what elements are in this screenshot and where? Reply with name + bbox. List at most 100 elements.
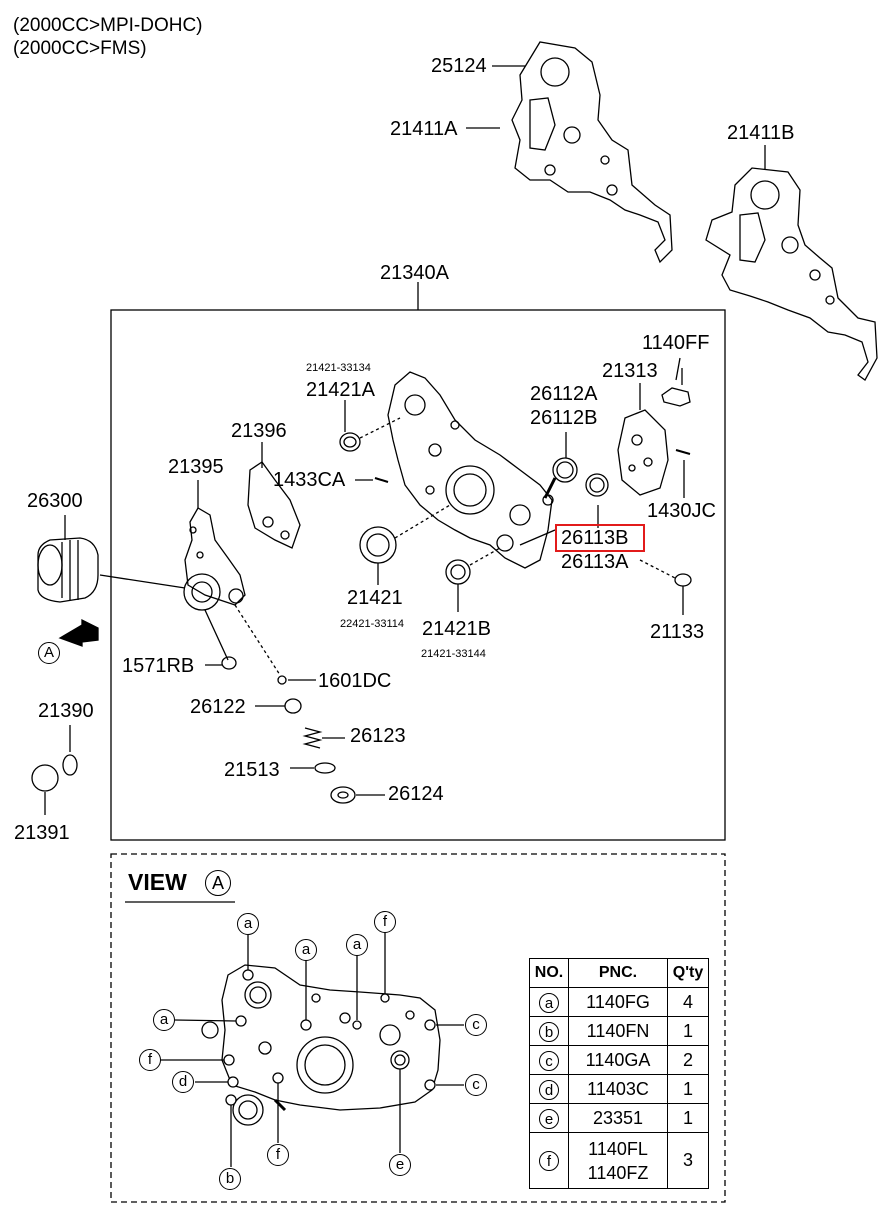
row-marker: b xyxy=(539,1021,559,1042)
bolt-table-header: NO. PNC. Q'ty xyxy=(529,958,709,988)
row-pnc-alt[interactable]: 1140FZ xyxy=(587,1162,649,1183)
spring-26123-drawing xyxy=(302,727,323,749)
header-engine-line2: (2000CC>FMS) xyxy=(13,38,147,59)
table-row: c 1140GA 2 xyxy=(529,1045,709,1075)
part-label-21340a[interactable]: 21340A xyxy=(380,262,449,284)
seal-21421b-drawing xyxy=(445,559,471,585)
part-label-1140ff[interactable]: 1140FF xyxy=(642,332,710,354)
row-pnc[interactable]: 11403C xyxy=(568,1074,668,1104)
row-pnc[interactable]: 1140GA xyxy=(568,1045,668,1075)
bolt-1140ff-drawing xyxy=(661,368,691,407)
view-a-title: VIEW xyxy=(128,869,187,895)
cap-26124-drawing xyxy=(330,786,356,804)
row-marker: c xyxy=(539,1050,559,1071)
row-marker: d xyxy=(539,1079,559,1100)
part-label-21391[interactable]: 21391 xyxy=(14,822,70,844)
seal-21421-drawing xyxy=(359,526,397,564)
row-pnc[interactable]: 1140FN xyxy=(568,1016,668,1046)
part-label-26112b[interactable]: 26112B xyxy=(530,407,598,429)
part-label-26123[interactable]: 26123 xyxy=(350,725,406,747)
row-marker: a xyxy=(539,992,559,1013)
part-label-21421b[interactable]: 21421B xyxy=(422,618,491,640)
part-label-1571rb[interactable]: 1571RB xyxy=(122,655,195,677)
plate-21396-drawing xyxy=(247,461,301,549)
assembly-frame xyxy=(110,309,726,841)
view-marker-b-1: b xyxy=(219,1168,241,1190)
view-a-marker: A xyxy=(38,642,60,664)
view-marker-f-3: f xyxy=(267,1144,289,1166)
part-label-26113a[interactable]: 26113A xyxy=(561,551,629,573)
pump-cover-21313-drawing xyxy=(617,409,669,496)
plug-26122-drawing xyxy=(284,698,302,714)
table-row: e 23351 1 xyxy=(529,1103,709,1133)
part-label-26113b[interactable]: 26113B xyxy=(561,527,629,549)
gasket-21411b-drawing xyxy=(705,167,878,381)
highlight-box-26113b xyxy=(555,524,645,552)
view-a-frame xyxy=(110,853,726,1203)
row-pnc[interactable]: 23351 xyxy=(568,1103,668,1133)
part-label-25124[interactable]: 25124 xyxy=(431,55,487,77)
row-qty: 1 xyxy=(667,1074,709,1104)
oil-pump-case-drawing xyxy=(387,371,554,569)
row-marker: e xyxy=(539,1108,559,1129)
gear-26112-drawing xyxy=(543,457,609,499)
view-marker-d-1: d xyxy=(172,1071,194,1093)
view-a-case-drawing xyxy=(201,964,441,1126)
part-sublabel-21421-33134: 21421-33134 xyxy=(306,362,371,374)
view-marker-c-1: c xyxy=(465,1014,487,1036)
ring-21390-drawing xyxy=(62,754,78,776)
table-row: a 1140FG 4 xyxy=(529,987,709,1017)
view-a-title-marker: A xyxy=(205,870,231,896)
row-qty: 4 xyxy=(667,987,709,1017)
part-label-21411a[interactable]: 21411A xyxy=(390,118,458,140)
part-label-1433ca[interactable]: 1433CA xyxy=(273,469,346,491)
plug-21391-drawing xyxy=(31,764,59,792)
part-label-1601dc[interactable]: 1601DC xyxy=(318,670,392,692)
part-label-21133[interactable]: 21133 xyxy=(650,621,705,643)
view-marker-a-2: a xyxy=(295,939,317,961)
gasket-21411a-drawing xyxy=(511,41,673,264)
part-label-21390[interactable]: 21390 xyxy=(38,700,94,722)
view-marker-c-2: c xyxy=(465,1074,487,1096)
part-label-26112a[interactable]: 26112A xyxy=(530,383,598,405)
part-label-21395[interactable]: 21395 xyxy=(168,456,224,478)
row-qty: 3 xyxy=(667,1132,709,1189)
part-label-21396[interactable]: 21396 xyxy=(231,420,287,442)
seal-21421a-drawing xyxy=(339,432,361,452)
oil-filter-26300-drawing xyxy=(37,537,99,603)
view-arrow-icon xyxy=(58,618,99,647)
col-header-pnc: PNC. xyxy=(568,958,668,988)
table-row: d 11403C 1 xyxy=(529,1074,709,1104)
row-qty: 1 xyxy=(667,1103,709,1133)
plug-21133-drawing xyxy=(674,573,692,587)
part-label-26124[interactable]: 26124 xyxy=(388,783,444,805)
part-sublabel-22421-33114: 22421-33114 xyxy=(340,618,405,630)
part-label-1430jc[interactable]: 1430JC xyxy=(647,500,716,522)
part-label-26300[interactable]: 26300 xyxy=(27,490,83,512)
bolt-table: NO. PNC. Q'ty a 1140FG 4 b 1140FN 1 c 11… xyxy=(529,958,709,1189)
part-sublabel-21421-33144: 21421-33144 xyxy=(421,648,486,660)
part-label-21313[interactable]: 21313 xyxy=(602,360,658,382)
valve-housing-21395-drawing xyxy=(183,507,246,611)
col-header-no: NO. xyxy=(529,958,569,988)
table-row: f 1140FL 1140FZ 3 xyxy=(529,1132,709,1189)
row-pnc[interactable]: 1140FG xyxy=(568,987,668,1017)
part-label-21411b[interactable]: 21411B xyxy=(727,122,795,144)
part-label-21513[interactable]: 21513 xyxy=(224,759,280,781)
view-marker-e-1: e xyxy=(389,1154,411,1176)
table-row: b 1140FN 1 xyxy=(529,1016,709,1046)
part-label-26122[interactable]: 26122 xyxy=(190,696,246,718)
view-marker-a-1: a xyxy=(237,913,259,935)
row-pnc[interactable]: 1140FL xyxy=(588,1138,648,1159)
col-header-qty: Q'ty xyxy=(667,958,709,988)
part-label-21421a[interactable]: 21421A xyxy=(306,379,375,401)
row-marker: f xyxy=(539,1151,559,1171)
row-qty: 1 xyxy=(667,1016,709,1046)
view-marker-f-2: f xyxy=(139,1049,161,1071)
plug-1571rb-drawing xyxy=(221,656,237,670)
part-label-21421[interactable]: 21421 xyxy=(347,587,403,609)
header-engine-line1: (2000CC>MPI-DOHC) xyxy=(13,15,203,36)
view-marker-a-3: a xyxy=(346,934,368,956)
